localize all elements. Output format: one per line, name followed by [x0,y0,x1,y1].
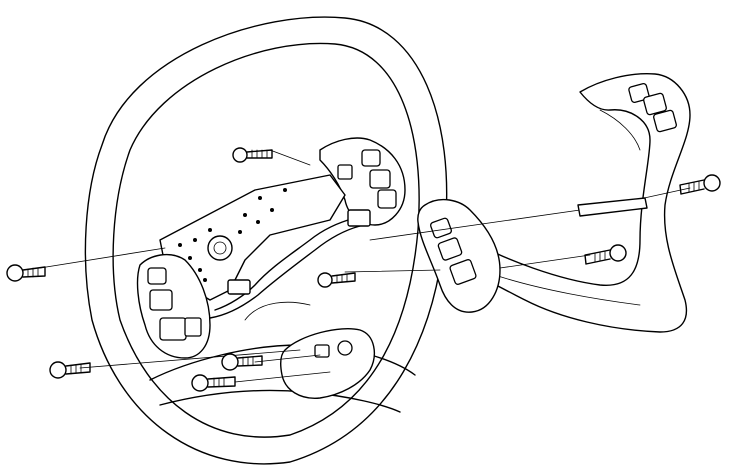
screw-lower-left [49,361,91,379]
steering-wheel-rim [84,16,448,465]
lower-center-switch [280,328,376,399]
wire-harness [209,209,371,319]
screw-group [6,147,721,392]
screw-right-upper [679,174,721,195]
main-bracket [159,174,346,301]
screw-center-lower-2 [191,374,236,392]
screw-top-left [232,147,273,163]
screw-far-left [6,264,46,282]
right-bracket-bar [577,197,648,217]
screw-right-middle [584,244,627,265]
right-switch-assembly [417,198,501,313]
left-switch-assembly [136,253,211,359]
upper-switch-cluster [319,137,406,226]
screw-center-lower-1 [221,353,263,371]
screw-center [317,272,356,288]
